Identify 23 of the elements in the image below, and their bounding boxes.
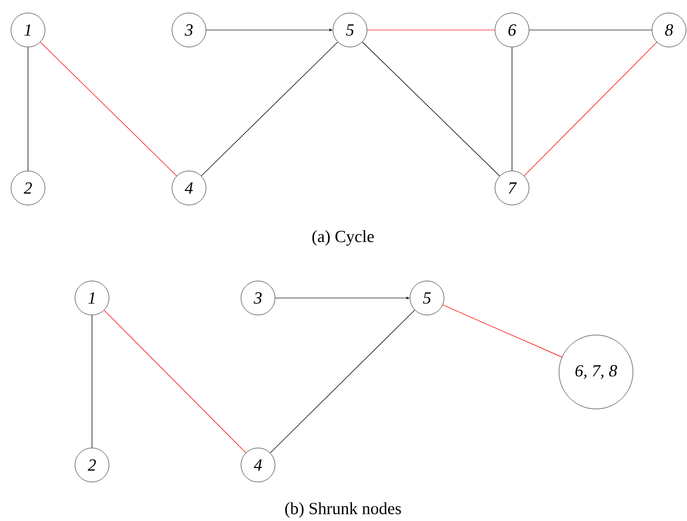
graph-node: 5	[332, 12, 368, 48]
edge-line	[40, 42, 178, 176]
graph-node: 8	[652, 12, 686, 48]
graph-node: 3	[240, 280, 276, 316]
edge-line	[270, 310, 416, 454]
graph-node: 6, 7, 8	[558, 334, 634, 410]
graph-node: 1	[10, 12, 46, 48]
graph-node: 7	[494, 170, 530, 206]
caption: (b) Shrunk nodes	[285, 502, 401, 518]
graph-node: 2	[10, 170, 46, 206]
edge-line	[442, 304, 562, 358]
caption: (a) Cycle	[312, 230, 374, 246]
graph-node: 4	[240, 448, 276, 482]
graph-node: 3	[172, 12, 206, 48]
edge-line	[362, 42, 500, 176]
edge-line	[104, 310, 246, 454]
graph-node: 4	[172, 170, 206, 206]
graph-node: 5	[410, 280, 444, 316]
edge-line	[524, 42, 658, 176]
graph-node: 2	[74, 448, 110, 482]
graph-node: 1	[74, 280, 110, 316]
graph-node: 6	[494, 12, 530, 48]
edge-line	[200, 42, 338, 176]
